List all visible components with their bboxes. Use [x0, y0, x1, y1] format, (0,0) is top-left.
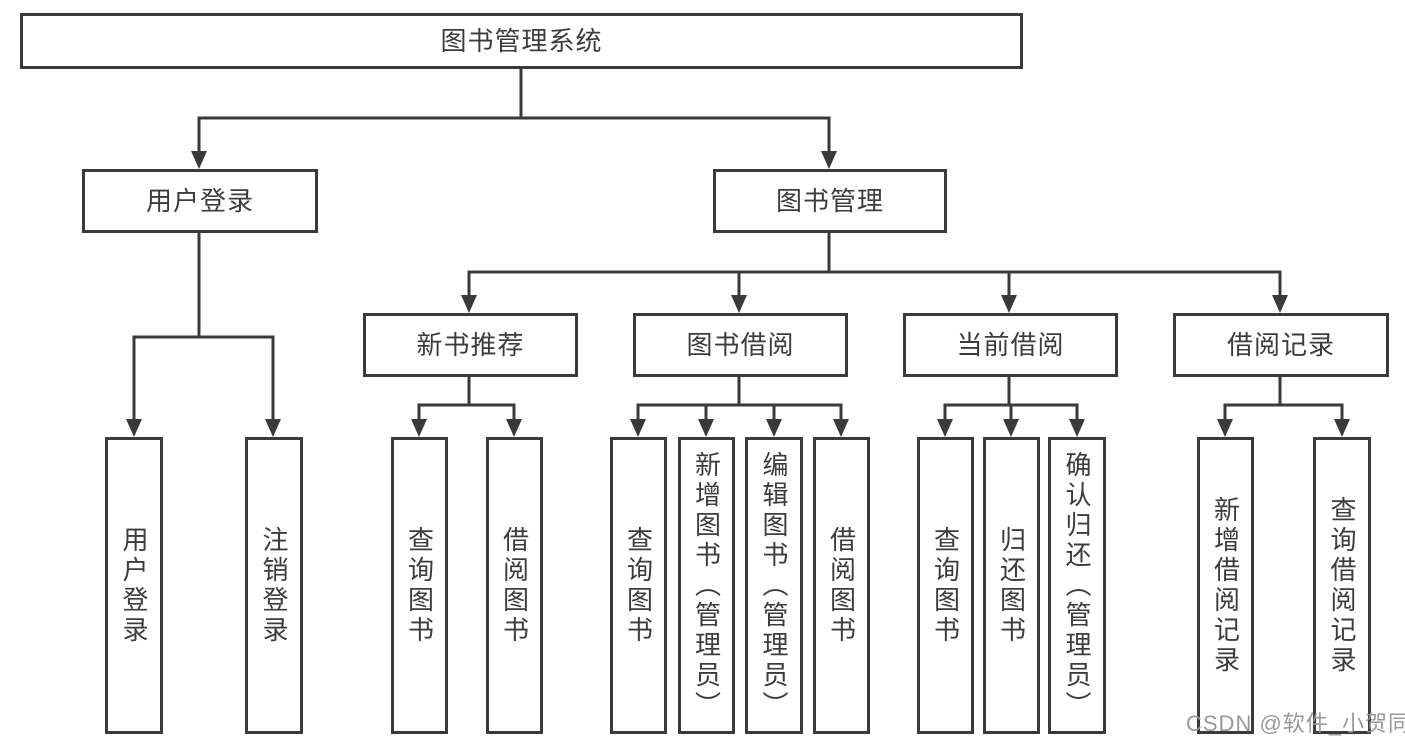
node-label: 查询借阅记录	[1327, 495, 1357, 676]
node-book-management: 图书管理	[713, 169, 947, 233]
leaf-add-books-admin: 新增图书（管理员）	[678, 437, 735, 734]
csdn-watermark: CSDN @软件_小贺同学	[1186, 711, 1405, 736]
node-label: 新增借阅记录	[1210, 495, 1241, 676]
node-borrowing-records: 借阅记录	[1173, 313, 1389, 377]
arrow-heads	[126, 151, 1350, 437]
node-label: 确认归还（管理员）	[1062, 450, 1092, 721]
leaf-query-books-current: 查询图书	[917, 437, 974, 734]
node-book-management-system: 图书管理系统	[20, 13, 1023, 69]
leaf-query-books-borrow: 查询图书	[610, 437, 667, 734]
leaf-query-books-recommend: 查询图书	[391, 437, 448, 734]
leaf-user-login: 用户登录	[105, 437, 163, 734]
leaf-confirm-return-admin: 确认归还（管理员）	[1048, 437, 1106, 734]
node-label: 新增图书（管理员）	[691, 450, 722, 721]
leaf-query-borrow-record: 查询借阅记录	[1313, 437, 1371, 734]
node-label: 新书推荐	[416, 330, 525, 360]
node-label: 用户登录	[145, 186, 254, 216]
node-label: 借阅图书	[826, 525, 857, 646]
leaf-borrow-books-recommend: 借阅图书	[486, 437, 543, 734]
node-book-borrowing: 图书借阅	[633, 313, 848, 377]
leaf-edit-books-admin: 编辑图书（管理员）	[745, 437, 803, 734]
node-label: 注销登录	[259, 525, 289, 646]
leaf-borrow-books: 借阅图书	[813, 437, 870, 734]
node-label: 编辑图书（管理员）	[759, 450, 789, 721]
node-label: 当前借阅	[956, 330, 1065, 360]
node-label: 图书管理	[775, 186, 884, 216]
node-label: 借阅图书	[499, 525, 530, 646]
leaf-return-books: 归还图书	[983, 437, 1040, 734]
node-label: 查询图书	[623, 525, 654, 646]
leaf-logout: 注销登录	[245, 437, 303, 734]
tree-edges	[132, 67, 1344, 422]
leaf-add-borrow-record: 新增借阅记录	[1197, 437, 1254, 734]
node-current-borrowing: 当前借阅	[903, 313, 1118, 377]
node-label: 归还图书	[996, 525, 1027, 646]
node-label: 查询图书	[404, 525, 435, 646]
node-user-login: 用户登录	[82, 169, 318, 233]
node-label: 用户登录	[119, 525, 149, 646]
node-new-book-recommendation: 新书推荐	[363, 313, 578, 377]
node-label: 借阅记录	[1226, 330, 1335, 360]
node-label: 图书借阅	[686, 330, 795, 360]
node-label: 图书管理系统	[440, 26, 603, 56]
node-label: 查询图书	[930, 525, 961, 646]
